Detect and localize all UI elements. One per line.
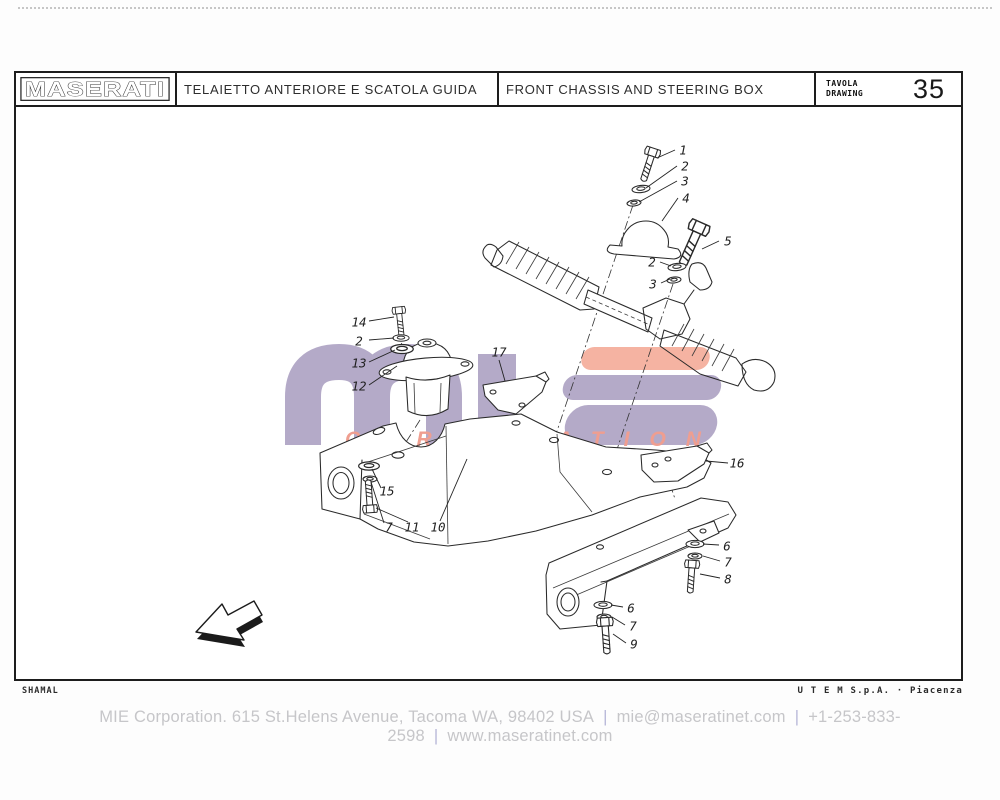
washer-2b [667,261,687,273]
brand-wordmark: MASERATI [25,79,165,101]
leader-line [371,468,382,489]
leader-line [656,149,676,159]
leader-line [659,261,672,267]
steering-rack [482,240,776,392]
plate-label-en: DRAWING [826,89,864,98]
part-number-label: 12 [351,379,366,394]
part-number-label: 10 [430,520,445,535]
contact-website: www.maseratinet.com [447,727,613,745]
title-italian: TELAIETTO ANTERIORE E SCATOLA GUIDA [184,81,478,97]
title-italian-cell: TELAIETTO ANTERIORE E SCATOLA GUIDA [177,73,499,105]
title-block: MASERATI TELAIETTO ANTERIORE E SCATOLA G… [16,73,961,107]
part-number-label: 7 [385,520,393,535]
plate-labels: TAVOLA DRAWING [826,79,863,99]
washer-6a [685,539,705,549]
scan-edge-artifact [18,7,992,9]
title-english: FRONT CHASSIS AND STEERING BOX [506,81,764,97]
separator: | [433,727,439,745]
clamp-bracket [606,220,682,260]
exploded-parts-drawing: CORPORATION [195,143,776,655]
part-number-label: 7 [629,619,637,634]
brand-logo-cell: MASERATI [16,73,177,105]
part-number-label: 7 [724,555,732,570]
direction-arrow-icon [195,600,263,647]
contact-phone: +1-253-833-2598 [387,708,901,745]
part-number-label: 3 [648,277,657,292]
mounting-plate-17 [482,371,550,415]
leader-line [370,481,385,524]
part-number-label: 14 [351,315,366,330]
separator: | [603,708,608,726]
maserati-logo: MASERATI [20,77,170,101]
separator: | [794,708,800,726]
plate-number: 35 [912,73,945,104]
washer-2a [631,183,651,195]
contact-footer: MIE Corporation. 615 St.Helens Avenue, T… [0,708,1000,746]
left-boot-ribs [505,241,590,300]
part-number-label: 2 [681,159,689,174]
front-crossmember [319,413,712,547]
part-number-label: 9 [630,637,638,652]
part-number-label: 1 [679,143,687,158]
watermark-letter-e [562,347,722,445]
part-number-label: 4 [682,191,690,206]
plate-number-cell: TAVOLA DRAWING 35 [816,73,961,105]
model-code: SHAMAL [22,686,59,696]
leader-line [702,543,720,546]
washer-6b [593,600,613,610]
leader-line [368,365,398,386]
mounting-plate-16 [640,442,713,483]
leader-line [439,458,468,522]
part-number-label: 8 [724,572,732,587]
bolt-1 [635,145,662,185]
right-boot-ribs [671,323,735,372]
washer-3b [666,275,682,285]
leader-line [699,573,721,579]
part-number-label: 3 [680,174,689,189]
leader-line [645,165,678,189]
leader-line [368,316,395,322]
contact-email: mie@maseratinet.com [616,708,786,726]
part-number-label: 13 [351,356,366,371]
leader-line [611,616,626,626]
part-number-label: 2 [648,255,656,270]
bolt-14 [391,305,409,338]
leader-line [702,555,721,562]
part-number-label: 11 [404,520,419,535]
part-number-label: 2 [355,334,363,349]
part-number-label: 6 [723,539,731,554]
bolt-9 [595,616,617,655]
leader-line [638,180,678,203]
part-number-label: 15 [379,484,394,499]
leader-line [612,633,627,644]
bolt-5 [671,217,712,271]
lower-rail [545,497,737,630]
drawing-sheet: MASERATI TELAIETTO ANTERIORE E SCATOLA G… [14,71,963,681]
contact-address: MIE Corporation. 615 St.Helens Avenue, T… [99,708,595,726]
bolt-8 [682,559,701,595]
leader-line [368,349,396,363]
leader-line [368,337,395,341]
washer-3a [626,198,642,208]
part-number-label: 5 [724,234,732,249]
part-number-label: 17 [491,345,507,360]
washer-13 [390,343,414,355]
leader-line [498,359,506,382]
washer-7b [687,552,703,560]
leader-line [661,197,679,222]
washer-2c [392,334,410,342]
washer-15 [358,461,380,471]
leader-line [705,460,729,464]
title-english-cell: FRONT CHASSIS AND STEERING BOX [499,73,816,105]
leader-line [375,507,409,523]
leader-line [660,278,671,284]
leader-line [610,604,624,608]
part-number-label: 6 [627,601,635,616]
part-number-label: 16 [729,456,744,471]
bushing-mount [378,338,474,417]
publisher: U T E M S.p.A. · Piacenza [797,686,963,696]
plate-label-it: TAVOLA [826,79,858,88]
leader-line [701,240,720,250]
